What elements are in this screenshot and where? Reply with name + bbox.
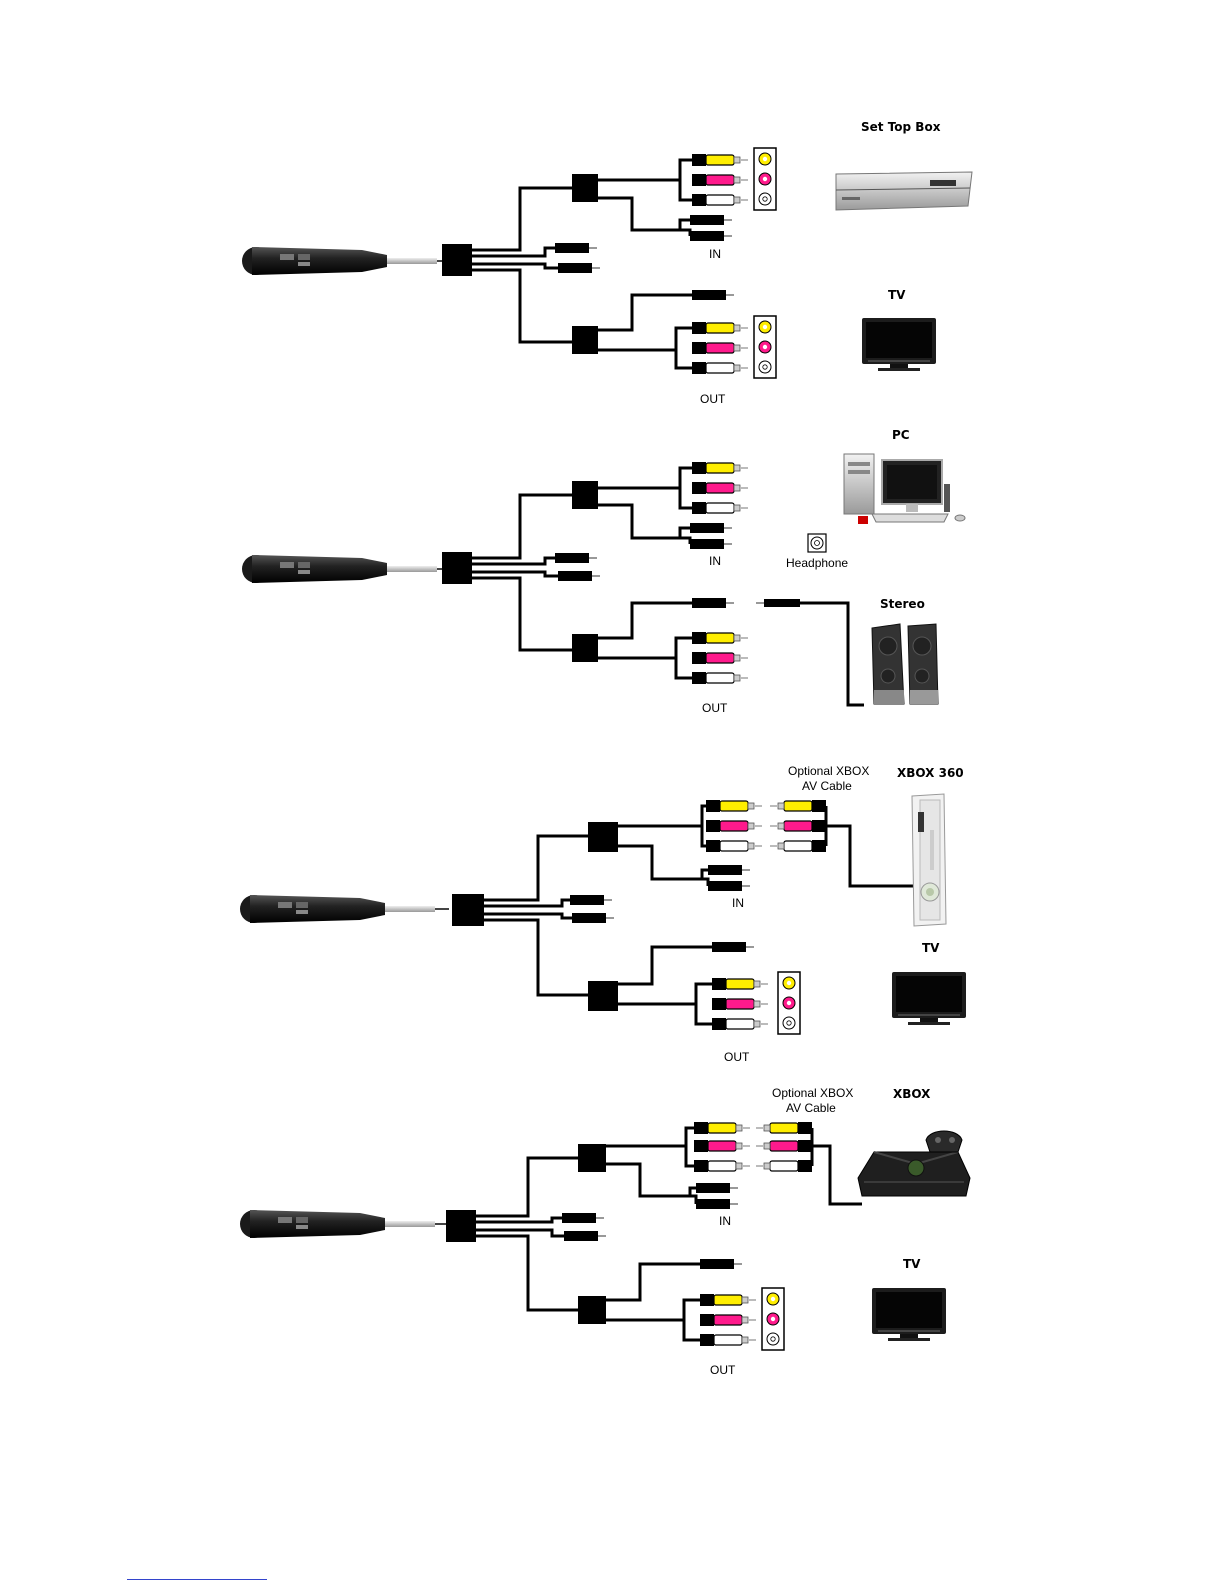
device-label: Set Top Box <box>861 120 941 134</box>
xbox-console-icon <box>858 1131 970 1196</box>
splitter-box <box>442 244 472 276</box>
footer-rule <box>127 1579 267 1580</box>
tv-icon <box>892 972 966 1025</box>
rca-panel <box>754 148 776 210</box>
headphone-label: Headphone <box>786 556 848 570</box>
device-label: XBOX <box>893 1087 931 1101</box>
in-label: IN <box>732 896 744 910</box>
splitter-box <box>446 1210 476 1242</box>
in-label: IN <box>709 554 721 568</box>
optional-cable-label: Optional XBOX <box>788 764 869 778</box>
diagram-xbox: Optional XBOX AV Cable IN OUT XBOX TV <box>240 1086 970 1377</box>
microphone <box>240 1210 449 1238</box>
out-label: OUT <box>724 1050 750 1064</box>
out-label: OUT <box>710 1363 736 1377</box>
microphone <box>242 247 451 275</box>
optional-av-cable <box>756 1122 812 1172</box>
optional-cable-label: AV Cable <box>802 779 852 793</box>
device-label: TV <box>888 288 906 302</box>
diagram-pc: Headphone IN OUT PC Stereo <box>242 428 965 715</box>
rca-panel <box>754 316 776 378</box>
optional-av-cable <box>770 800 826 852</box>
optional-cable-label: Optional XBOX <box>772 1086 853 1100</box>
splitter-box <box>442 552 472 584</box>
in-label: IN <box>719 1214 731 1228</box>
device-label: XBOX 360 <box>897 766 964 780</box>
pc-icon <box>844 454 965 524</box>
tv-icon <box>872 1288 946 1341</box>
out-label: OUT <box>702 701 728 715</box>
headphone-jack-icon <box>808 534 826 552</box>
device-label: PC <box>892 428 910 442</box>
device-label: TV <box>922 941 940 955</box>
splitter-box <box>452 894 484 926</box>
diagram-xbox-360: Optional XBOX AV Cable IN OUT XBOX 360 T… <box>240 764 966 1064</box>
set-top-box-icon <box>836 172 972 210</box>
microphone <box>242 555 451 583</box>
out-label: OUT <box>700 392 726 406</box>
device-label: Stereo <box>880 597 925 611</box>
tv-icon <box>862 318 936 371</box>
optional-cable-label: AV Cable <box>786 1101 836 1115</box>
rca-panel <box>778 972 800 1034</box>
xbox-360-console-icon <box>912 794 946 926</box>
device-label: TV <box>903 1257 921 1271</box>
stereo-speakers-icon <box>872 624 938 704</box>
rca-panel <box>762 1288 784 1350</box>
diagram-set-top-box: IN OUT Set Top Box TV <box>242 120 972 406</box>
microphone <box>240 895 449 923</box>
in-label: IN <box>709 247 721 261</box>
